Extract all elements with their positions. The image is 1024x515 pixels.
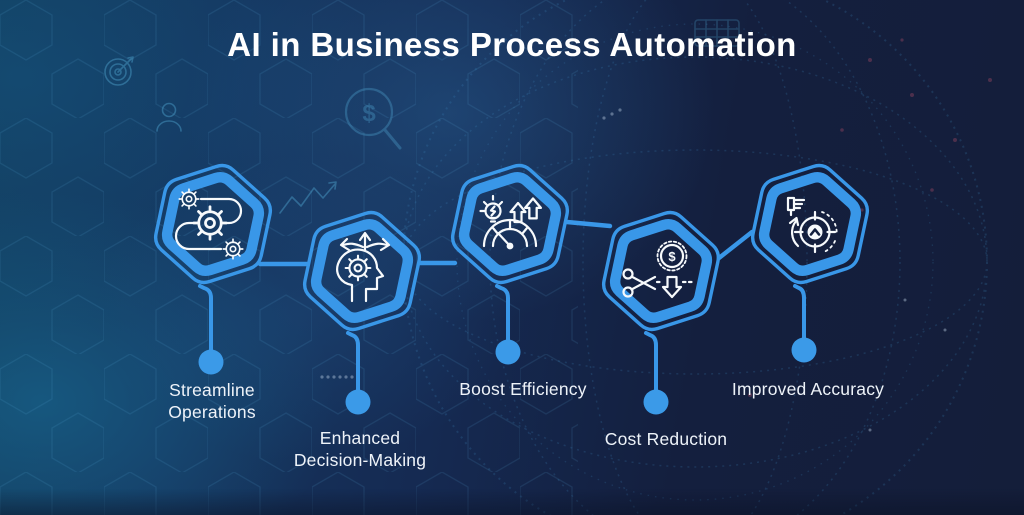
hexagon-node-cost-reduction	[601, 210, 721, 332]
step-dots	[198, 337, 817, 415]
bottom-vignette	[0, 489, 1024, 515]
efficiency-gauge-icon	[479, 194, 543, 250]
svg-text:$: $	[362, 100, 376, 127]
step-dot	[495, 339, 521, 365]
step-label-line: Boost Efficiency	[459, 379, 587, 399]
decision-head-icon	[336, 231, 391, 303]
red-accent-dots	[748, 38, 992, 397]
page-title: AI in Business Process Automation	[227, 26, 797, 63]
step-stems	[198, 284, 806, 394]
step-dot	[643, 389, 669, 415]
step-label-line: Improved Accuracy	[731, 379, 885, 399]
hexagon-node-enhanced-decision-making	[302, 210, 422, 332]
step-label-line: Operations	[168, 401, 256, 422]
hexagon-node-improved-accuracy	[750, 163, 870, 285]
step-label-line: Streamline	[169, 380, 255, 400]
cost-reduction-icon: $	[622, 240, 695, 299]
step-label-line: Decision-Making	[293, 449, 427, 470]
step-label-cost-reduction: Cost Reduction	[605, 429, 727, 451]
chart-zigzag-icon	[279, 181, 337, 214]
step-dot	[345, 389, 371, 415]
step-label-improved-accuracy: Improved Accuracy	[732, 379, 884, 401]
white-sparkle-dots	[320, 108, 947, 432]
target-icon	[104, 56, 134, 86]
keyboard-grid-icon	[694, 19, 740, 47]
accuracy-target-icon	[786, 196, 838, 254]
step-label-line: Cost Reduction	[604, 429, 728, 449]
connector-lines	[257, 219, 755, 267]
svg-text:$: $	[668, 249, 676, 264]
dollar-magnifier-icon: $	[344, 87, 402, 150]
step-label-line: Enhanced	[319, 428, 401, 448]
person-icon	[156, 102, 182, 132]
step-label-boost-efficiency: Boost Efficiency	[459, 379, 586, 401]
step-label-enhanced-decision-making: Enhanced Decision-Making	[294, 428, 426, 471]
step-icons: $	[174, 188, 838, 303]
process-gears-icon	[174, 188, 244, 260]
step-dot	[198, 349, 224, 375]
step-dot	[791, 337, 817, 363]
step-label-streamline-operations: Streamline Operations	[168, 380, 256, 423]
background-icons: $	[104, 19, 740, 214]
